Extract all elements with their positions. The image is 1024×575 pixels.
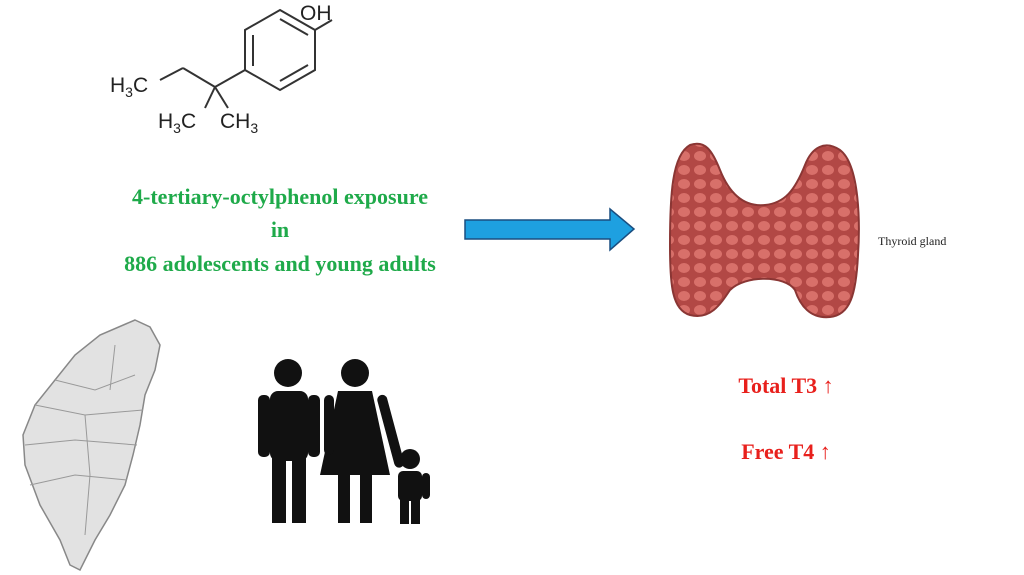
thyroid-gland-icon xyxy=(668,142,860,319)
exposure-text-line1: 4-tertiary-octylphenol exposure xyxy=(132,184,428,209)
outcome-free-t4: Free T4 ↑ xyxy=(741,439,831,464)
methyl-label-left: H3C xyxy=(110,74,149,101)
octylphenol-structure-icon xyxy=(159,8,333,109)
thyroid-gland-label: Thyroid gland xyxy=(878,234,947,248)
right-arrow-icon xyxy=(464,207,636,252)
methyl-label-lower-left: H3C xyxy=(158,110,197,137)
family-silhouette-icon xyxy=(258,359,430,524)
taiwan-map-icon xyxy=(22,319,161,572)
exposure-text-line3: 886 adolescents and young adults xyxy=(124,251,436,276)
exposure-text-line2: in xyxy=(270,217,290,242)
methyl-label-lower-right: CH3 xyxy=(220,110,259,137)
outcome-total-t3: Total T3 ↑ xyxy=(738,373,834,398)
hydroxyl-label: OH xyxy=(300,2,332,25)
